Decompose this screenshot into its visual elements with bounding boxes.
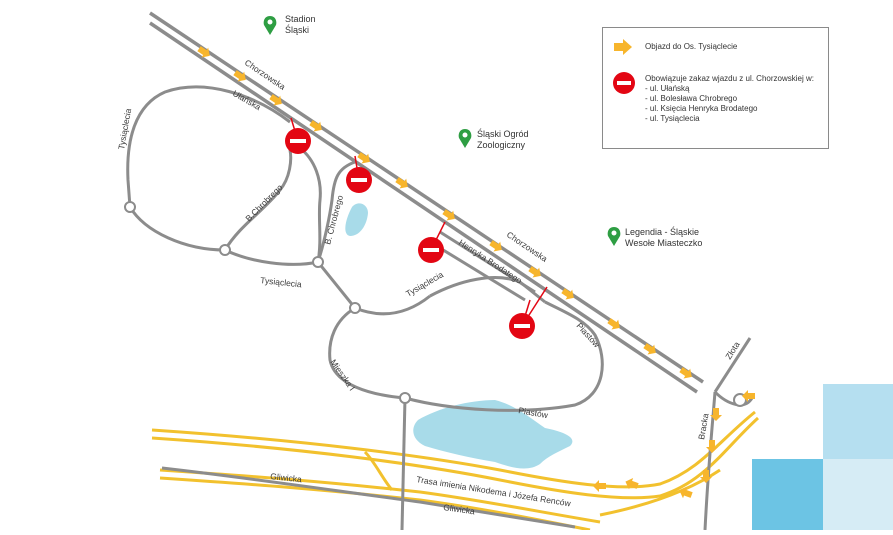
road-tysiaclecia-center — [429, 276, 546, 304]
detour-arrow-icon — [607, 318, 620, 330]
street-label: Mieszka I — [328, 357, 357, 392]
no-entry-signs — [285, 117, 548, 339]
legend-ban-list: - ul. Ułańską - ul. Bolesława Chrobrego … — [645, 84, 814, 124]
street-label: Tysiąclecia — [260, 275, 303, 289]
lake-silesian — [413, 400, 573, 469]
road-b-chrobrego — [316, 160, 356, 263]
street-label: Chorzowska — [243, 57, 288, 92]
detour-arrow-icon — [528, 266, 541, 278]
poi-stadion: Stadion Śląski — [263, 14, 316, 35]
detour-arrows — [197, 46, 755, 499]
legend-ban-item: - ul. Księcia Henryka Brodatego — [645, 104, 758, 113]
location-pin-icon — [263, 16, 277, 35]
local-roads — [126, 85, 754, 531]
highway-ramp — [599, 468, 721, 517]
road-line — [149, 21, 698, 394]
street-label: Chorzowska — [505, 229, 550, 264]
street-label: B. Chrobrego — [322, 194, 345, 246]
pond-zoo — [345, 203, 368, 236]
road-gliwicka — [161, 466, 576, 529]
legend: Objazd do Os. Tysiąclecie Obowiązuje zak… — [602, 27, 829, 149]
road-chrobrego — [223, 149, 293, 251]
corner-tile-pale — [823, 459, 893, 530]
detour-arrow-icon — [700, 470, 712, 483]
road-henryka-brodatego-lower — [434, 243, 526, 302]
legend-row-detour: Objazd do Os. Tysiąclecie — [613, 39, 737, 55]
no-entry-sign — [346, 155, 372, 193]
detour-arrow-icon — [442, 209, 455, 221]
street-label: Złota — [723, 340, 742, 362]
road-ulanska-link — [299, 146, 322, 263]
road-mieszka-south — [400, 397, 407, 531]
detour-arrow-icon — [269, 94, 282, 106]
detour-arrow-icon — [489, 240, 502, 252]
road-piastow-loop — [404, 300, 604, 412]
road-bracka — [703, 391, 717, 531]
street-label: Bracka — [696, 412, 710, 440]
highway-ramp — [363, 450, 394, 491]
roundabout — [219, 244, 231, 256]
no-entry-sign — [285, 117, 311, 154]
road-zlota — [713, 337, 752, 393]
detour-arrow-icon — [614, 39, 632, 55]
street-label: Ułańska — [231, 88, 263, 112]
poi-label: Zoologiczny — [477, 140, 526, 150]
no-entry-sign — [509, 286, 548, 339]
location-pin-icon — [607, 227, 621, 246]
road-mieszka — [328, 306, 406, 400]
legend-ban-item: - ul. Ułańską — [645, 84, 690, 93]
legend-ban-item: - ul. Tysiąclecia — [645, 114, 700, 123]
poi-legendia: Legendia - Śląskie Wesołe Miasteczko — [607, 226, 702, 248]
roundabout — [312, 256, 324, 268]
legend-detour-label: Objazd do Os. Tysiąclecie — [645, 42, 738, 51]
detour-arrow-icon — [309, 120, 322, 132]
detour-arrow-icon — [643, 343, 656, 355]
legend-ban-item: - ul. Bolesława Chrobrego — [645, 94, 738, 103]
detour-arrow-icon — [679, 487, 693, 499]
poi-label: Śląski Ogród — [477, 128, 529, 139]
no-entry-icon — [613, 72, 635, 94]
road-ulanska-loop — [126, 85, 291, 252]
detour-arrow-icon — [706, 440, 718, 453]
detour-arrow-icon — [625, 478, 639, 490]
street-label: Tysiąclecia — [404, 269, 445, 299]
road-henryka-brodatego — [439, 230, 536, 294]
highway-lane — [159, 468, 601, 524]
detour-arrow-icon — [197, 46, 210, 58]
street-label: Gliwicka — [443, 502, 476, 516]
poi-zoo: Śląski Ogród Zoologiczny — [458, 128, 529, 150]
street-label: Gliwicka — [270, 471, 303, 484]
roundabout — [124, 201, 136, 213]
detour-arrow-icon — [593, 480, 606, 492]
poi-label: Stadion — [285, 14, 316, 24]
detour-arrow-icon — [561, 288, 574, 300]
no-entry-sign — [418, 221, 446, 263]
road-tysiaclecia-south — [224, 248, 431, 316]
detour-arrow-icon — [357, 152, 370, 164]
roundabout — [399, 392, 411, 404]
legend-row-ban: Obowiązuje zakaz wjazdu z ul. Chorzowski… — [613, 72, 814, 124]
poi-label: Legendia - Śląskie — [625, 226, 699, 237]
poi-label: Wesołe Miasteczko — [625, 238, 702, 248]
poi-label: Śląski — [285, 24, 309, 35]
location-pin-icon — [458, 129, 472, 148]
detour-arrow-icon — [395, 177, 408, 189]
street-label: B.Chrobrego — [243, 182, 284, 223]
detour-arrow-icon — [233, 70, 246, 82]
detour-arrow-icon — [742, 390, 755, 402]
detour-arrow-icon — [679, 367, 692, 379]
highway-lane — [151, 410, 756, 489]
detour-arrow-icon — [710, 408, 722, 421]
legend-ban-heading: Obowiązuje zakaz wjazdu z ul. Chorzowski… — [645, 74, 814, 83]
roundabouts — [124, 201, 747, 407]
corner-tile-light — [823, 384, 893, 459]
corner-tile-mid — [752, 459, 824, 530]
roundabout — [349, 302, 361, 314]
